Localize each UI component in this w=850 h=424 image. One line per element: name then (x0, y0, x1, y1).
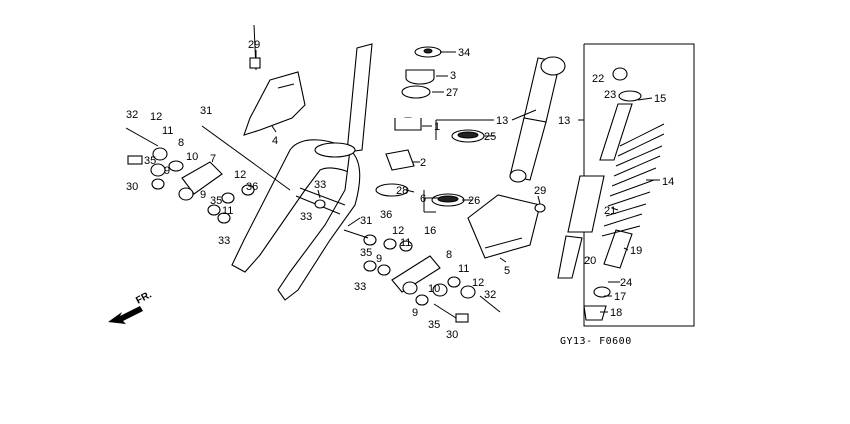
callout-30: 30 (446, 329, 458, 341)
callout-32: 32 (484, 289, 496, 301)
callout-1: 1 (434, 121, 440, 133)
callout-24: 24 (620, 277, 632, 289)
callout-9: 9 (164, 165, 170, 177)
callout-11: 11 (162, 125, 173, 137)
callout-31: 31 (200, 105, 212, 117)
callout-4: 4 (272, 135, 278, 147)
callout-13: 13 (496, 115, 508, 127)
left-linkage-drawing (125, 125, 326, 224)
callout-35: 35 (360, 247, 372, 259)
callout-11: 11 (222, 205, 233, 217)
callout-7: 7 (210, 153, 216, 165)
callout-8: 8 (178, 137, 184, 149)
front-direction-label: FR. (134, 289, 154, 306)
steering-stack-drawing (375, 46, 442, 197)
callout-35: 35 (144, 155, 156, 167)
callout-22: 22 (592, 73, 604, 85)
callout-12: 12 (472, 277, 484, 289)
callout-33: 33 (218, 235, 230, 247)
callout-labels: 29 34 3 27 1 13 25 13 22 23 15 4 32 12 3… (126, 39, 674, 347)
callout-9: 9 (200, 189, 206, 201)
callout-9: 9 (376, 253, 382, 265)
callout-16: 16 (424, 225, 436, 237)
callout-31: 31 (360, 215, 372, 227)
callout-10: 10 (186, 151, 198, 163)
callout-12: 12 (392, 225, 404, 237)
callout-35: 35 (428, 319, 440, 331)
callout-34: 34 (458, 47, 470, 59)
diagram-code: GY13- F0600 (560, 336, 632, 347)
callout-19: 19 (630, 245, 642, 257)
callout-3: 3 (450, 70, 456, 82)
callout-11: 11 (400, 237, 411, 249)
callout-9: 9 (412, 307, 418, 319)
callout-14: 14 (662, 176, 674, 188)
callout-33: 33 (300, 211, 312, 223)
callout-20: 20 (584, 255, 596, 267)
callout-36: 36 (380, 209, 392, 221)
callout-32: 32 (126, 109, 138, 121)
callout-33: 33 (354, 281, 366, 293)
callout-21: 21 (604, 205, 616, 217)
callout-36: 36 (246, 181, 258, 193)
callout-33: 33 (314, 179, 326, 191)
leader-lines (255, 50, 660, 313)
callout-8: 8 (446, 249, 452, 261)
callout-2: 2 (420, 157, 426, 169)
callout-23: 23 (604, 89, 616, 101)
callout-10: 10 (428, 283, 440, 295)
shock-cover-drawing (467, 194, 541, 259)
callout-29: 29 (534, 185, 546, 197)
callout-25: 25 (484, 131, 496, 143)
callout-18: 18 (610, 307, 622, 319)
callout-28: 28 (396, 185, 408, 197)
callout-17: 17 (614, 291, 626, 303)
callout-11: 11 (458, 263, 469, 275)
front-direction-arrow (108, 306, 143, 324)
callout-29: 29 (248, 39, 260, 51)
fork-cover-drawing (243, 24, 306, 136)
callout-26: 26 (468, 195, 480, 207)
callout-15: 15 (654, 93, 666, 105)
callout-35: 35 (210, 195, 222, 207)
callout-13: 13 (558, 115, 570, 127)
callout-12: 12 (150, 111, 162, 123)
callout-27: 27 (446, 87, 458, 99)
right-linkage-drawing (343, 203, 546, 323)
callout-30: 30 (126, 181, 138, 193)
callout-12: 12 (234, 169, 246, 181)
callout-5: 5 (504, 265, 510, 277)
shock-absorber-drawing (509, 56, 566, 183)
shock-breakdown-drawing (557, 43, 695, 327)
callout-6: 6 (420, 193, 426, 205)
front-fork-drawing (231, 43, 373, 301)
